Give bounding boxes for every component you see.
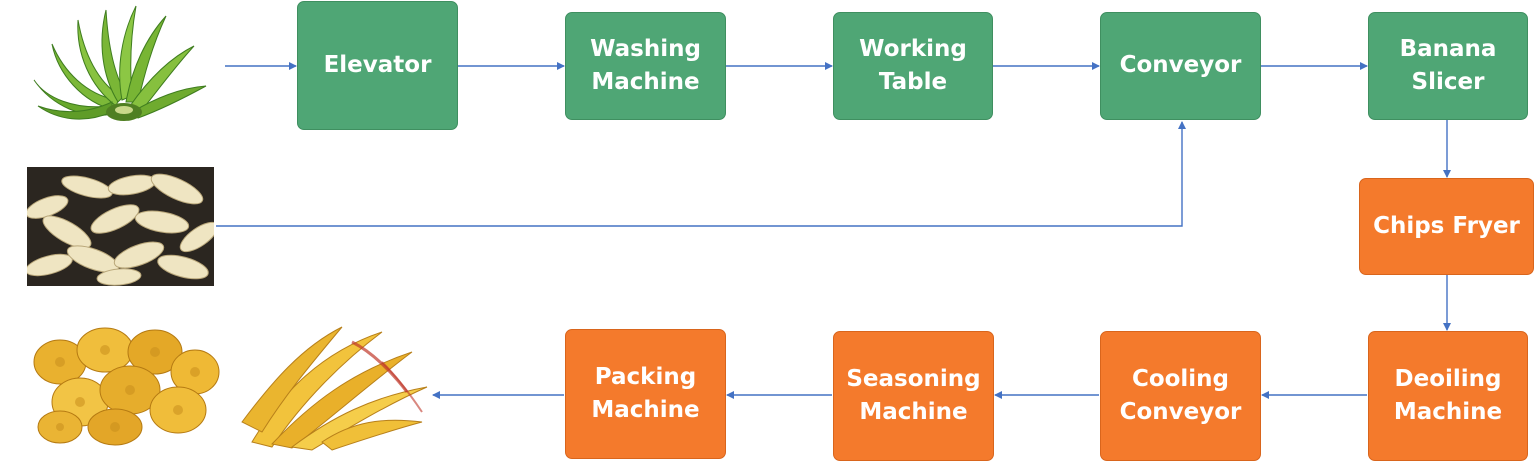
arrow-peeled-to-conveyor xyxy=(216,121,1186,227)
round-banana-chips-image xyxy=(33,327,220,446)
washing-machine-box: Washing Machine xyxy=(565,12,726,120)
green-banana-bunch-image xyxy=(33,5,207,121)
cooling-conveyor-box: Cooling Conveyor xyxy=(1100,331,1261,461)
conveyor-box: Conveyor xyxy=(1100,12,1261,120)
packing-machine-box: Packing Machine xyxy=(565,329,726,459)
chips-fryer-box: Chips Fryer xyxy=(1359,178,1534,275)
deoiling-machine-box: Deoiling Machine xyxy=(1368,331,1528,461)
elevator-box: Elevator xyxy=(297,1,458,130)
peeled-bananas-image xyxy=(27,167,214,286)
long-banana-chips-image xyxy=(241,326,428,451)
banana-slicer-box: Banana Slicer xyxy=(1368,12,1528,120)
seasoning-machine-box: Seasoning Machine xyxy=(833,331,994,461)
working-table-box: Working Table xyxy=(833,12,993,120)
